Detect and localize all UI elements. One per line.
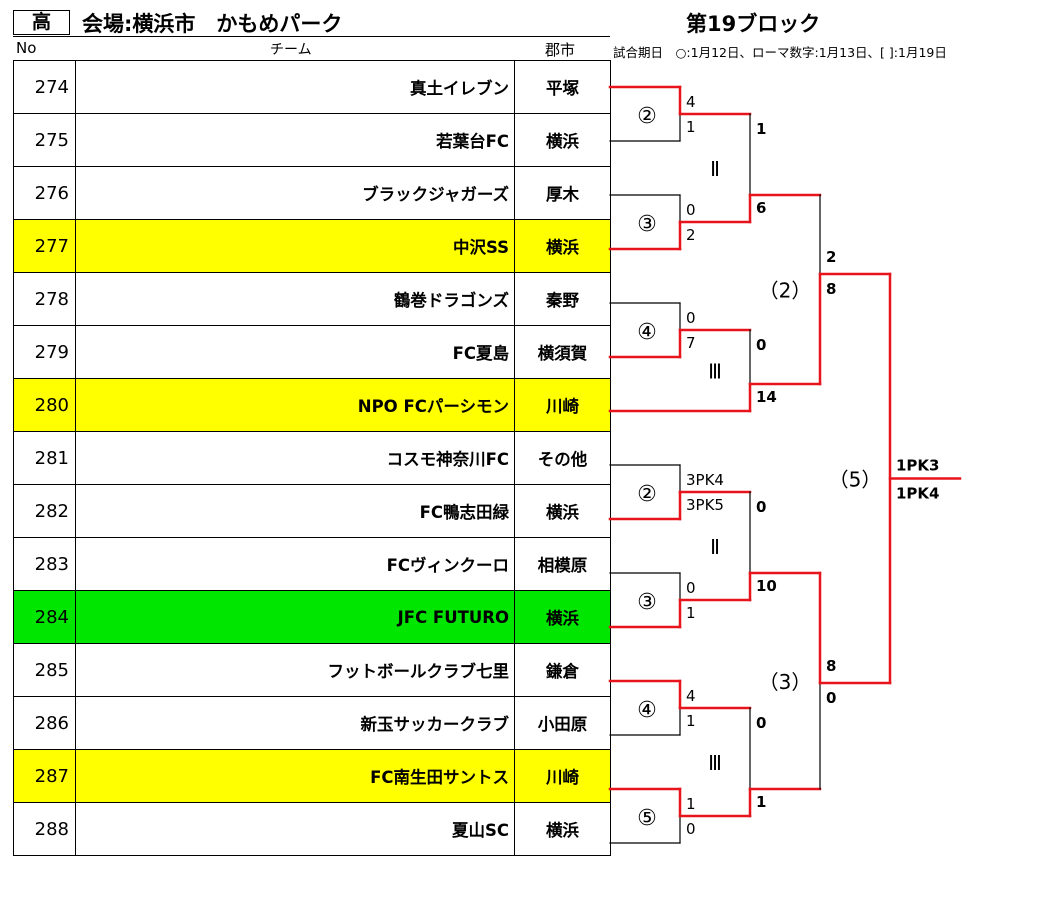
score-bottom: 2 (686, 226, 696, 244)
block-title: 第19ブロック (686, 12, 821, 36)
score-bottom: 14 (756, 388, 777, 406)
round1-match-label: ② (637, 482, 657, 507)
team-name: FC南生田サントス (75, 749, 515, 803)
column-header-city: 郡市 (545, 41, 576, 59)
score-top: 1PK3 (896, 457, 940, 475)
score-top: 3PK4 (686, 471, 724, 489)
team-number: 285 (13, 643, 76, 697)
score-top: 0 (756, 498, 766, 516)
team-city: 川崎 (514, 378, 611, 432)
round1-match-label: ⑤ (637, 806, 657, 831)
team-city: 横浜 (514, 219, 611, 273)
score-top: 4 (686, 687, 696, 705)
team-city: 秦野 (514, 272, 611, 326)
score-bottom: 1 (686, 118, 696, 136)
column-header-no: No (16, 39, 37, 57)
team-number: 284 (13, 590, 76, 644)
team-city: 横浜 (514, 590, 611, 644)
team-name: ブラックジャガーズ (75, 166, 515, 220)
team-city: その他 (514, 431, 611, 485)
round3-match-label: （2） (759, 279, 812, 303)
team-name: FCヴィンクーロ (75, 537, 515, 591)
column-header-team: チーム (270, 42, 312, 58)
team-name: JFC FUTURO (75, 590, 515, 644)
score-top: 0 (686, 579, 696, 597)
round2-match-label: Ⅱ (710, 535, 720, 559)
round2-match-label: Ⅲ (708, 751, 722, 775)
category-tag: 高 (13, 10, 70, 35)
round3-match-label: （3） (759, 670, 812, 694)
team-number: 276 (13, 166, 76, 220)
team-name: 鶴巻ドラゴンズ (75, 272, 515, 326)
score-top: 0 (756, 714, 766, 732)
round1-match-label: ④ (637, 698, 657, 723)
team-number: 278 (13, 272, 76, 326)
score-top: 1 (686, 795, 696, 813)
team-name: FC夏島 (75, 325, 515, 379)
score-top: 4 (686, 93, 696, 111)
round1-match-label: ④ (637, 320, 657, 345)
team-number: 281 (13, 431, 76, 485)
score-top: 1 (756, 120, 766, 138)
score-bottom: 1 (686, 712, 696, 730)
venue-title: 会場:横浜市 かもめパーク (82, 12, 343, 36)
team-city: 横須賀 (514, 325, 611, 379)
score-bottom: 1 (756, 793, 766, 811)
team-name: コスモ神奈川FC (75, 431, 515, 485)
round1-match-label: ② (637, 104, 657, 129)
team-number: 282 (13, 484, 76, 538)
round2-match-label: Ⅱ (710, 157, 720, 181)
team-number: 280 (13, 378, 76, 432)
round2-match-label: Ⅲ (708, 360, 722, 384)
score-bottom: 8 (826, 280, 836, 298)
team-number: 275 (13, 113, 76, 167)
score-bottom: 0 (826, 689, 836, 707)
score-top: 8 (826, 657, 836, 675)
round1-match-label: ③ (637, 212, 657, 237)
header-divider (13, 36, 610, 37)
score-bottom: 6 (756, 199, 766, 217)
team-name: 新玉サッカークラブ (75, 696, 515, 750)
score-bottom: 7 (686, 334, 696, 352)
score-bottom: 10 (756, 577, 777, 595)
score-top: 0 (686, 309, 696, 327)
score-top: 0 (756, 336, 766, 354)
team-number: 277 (13, 219, 76, 273)
team-city: 横浜 (514, 802, 611, 856)
round1-match-label: ③ (637, 590, 657, 615)
team-name: FC鴨志田緑 (75, 484, 515, 538)
team-city: 相模原 (514, 537, 611, 591)
score-bottom: 3PK5 (686, 496, 724, 514)
score-bottom: 0 (686, 820, 696, 838)
team-city: 小田原 (514, 696, 611, 750)
score-bottom: 1 (686, 604, 696, 622)
team-name: 中沢SS (75, 219, 515, 273)
final-match-label: （5） (829, 468, 882, 492)
team-city: 川崎 (514, 749, 611, 803)
score-bottom: 1PK4 (896, 485, 940, 503)
team-name: NPO FCパーシモン (75, 378, 515, 432)
score-top: 2 (826, 248, 836, 266)
schedule-legend: 試合期日 ○:1月12日、ローマ数字:1月13日、[ ]:1月19日 (613, 45, 947, 60)
score-top: 0 (686, 201, 696, 219)
